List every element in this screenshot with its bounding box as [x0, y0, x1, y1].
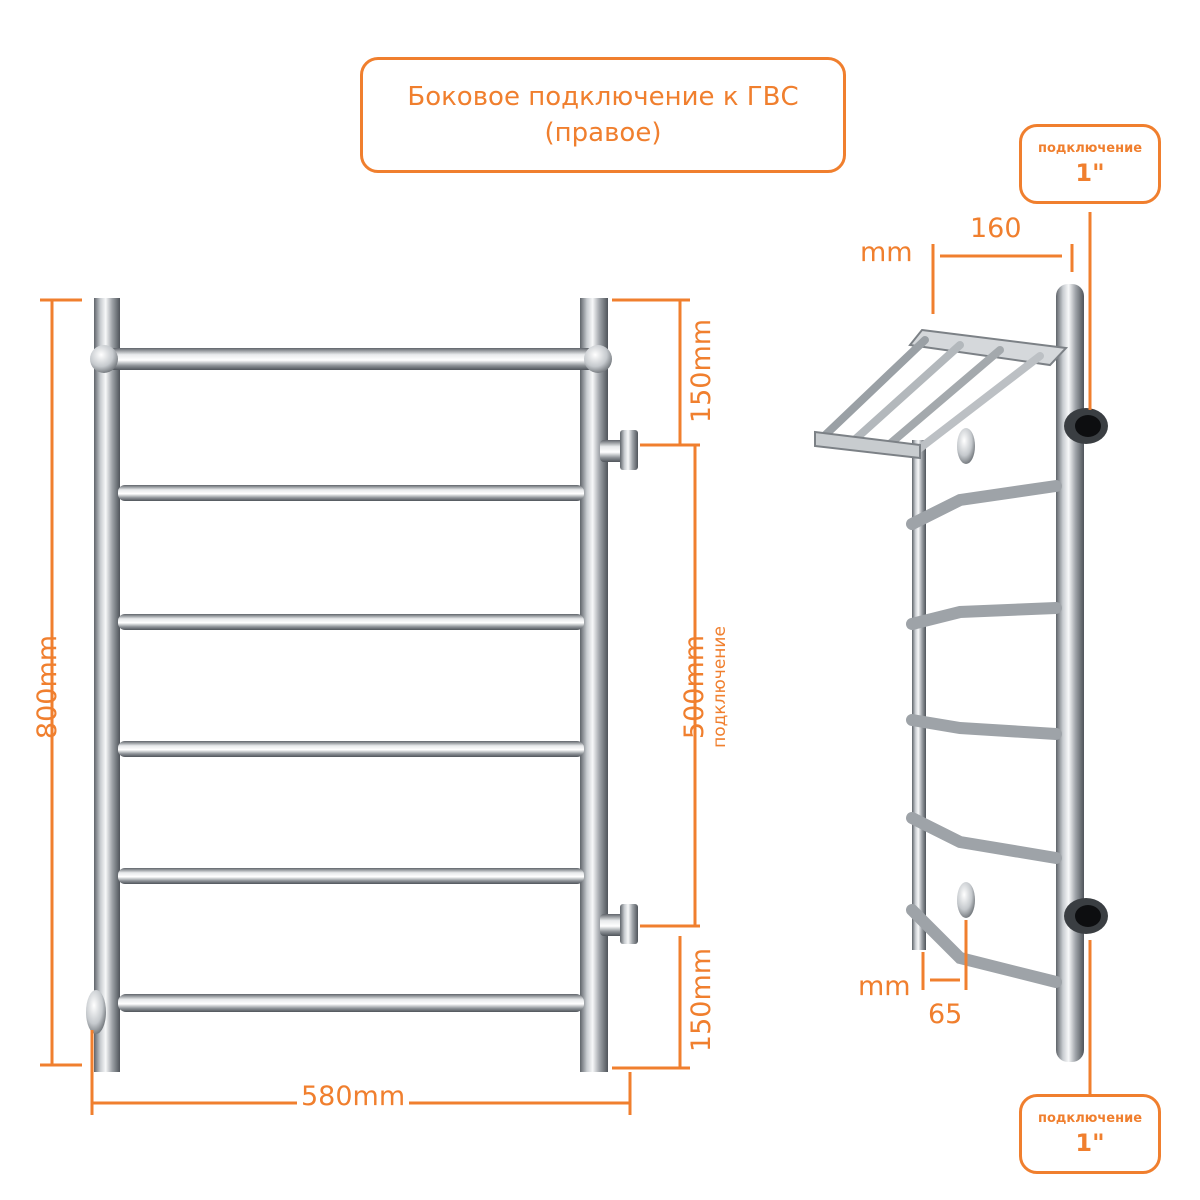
bottom-side-coupling-inner [1075, 905, 1101, 927]
connection-distance-group: 500mm подключение [679, 602, 750, 772]
offset-unit-label: mm [858, 971, 911, 1002]
bottom-offset-label: 150mm [686, 947, 717, 1053]
bottom-connection-nut [620, 904, 638, 944]
top-connection-size: 1" [1075, 159, 1105, 187]
top-side-coupling-inner [1075, 415, 1101, 437]
depth-value-label: 160 [970, 213, 1022, 244]
rung-2 [118, 614, 584, 630]
side-shelf-front [814, 430, 921, 460]
side-rung-1 [906, 480, 1062, 530]
shelf-bar-1 [816, 336, 929, 444]
depth-unit-label: mm [860, 237, 913, 268]
height-label: 800mm [32, 634, 63, 740]
top-bar [104, 348, 598, 370]
front-view [86, 298, 638, 1072]
top-wall-bracket [957, 428, 975, 464]
right-post [580, 298, 608, 1072]
bottom-connection-label: подключение [1037, 1111, 1143, 1126]
connection-word-label: подключение [710, 626, 730, 748]
shelf-bar-3 [881, 346, 1004, 452]
top-offset-label: 150mm [686, 318, 717, 424]
top-connection-label: подключение [1037, 141, 1143, 156]
side-dimensions [921, 212, 1092, 1094]
side-main-pipe [1056, 284, 1084, 1062]
shelf-bar-2 [846, 341, 964, 448]
bottom-wall-bracket [957, 882, 975, 918]
offset-value-label: 65 [928, 999, 963, 1030]
side-rung-3 [906, 714, 1062, 740]
rung-3 [118, 741, 584, 757]
rung-5 [118, 994, 584, 1012]
bottom-connection-size: 1" [1075, 1129, 1105, 1157]
title-line-2: (правое) [544, 118, 662, 148]
title-line-1: Боковое подключение к ГВС [407, 82, 799, 112]
shelf-bar-4 [911, 352, 1044, 456]
side-rung-4 [906, 812, 1062, 864]
bottom-connection-box: подключение 1" [1019, 1094, 1161, 1174]
rung-1 [118, 485, 584, 501]
side-rung-5 [906, 904, 1062, 988]
side-view [814, 284, 1108, 1062]
top-right-joint [584, 345, 612, 373]
connection-distance-label: 500mm [679, 634, 710, 740]
width-label: 580mm [297, 1082, 410, 1112]
top-connection-box: подключение 1" [1019, 124, 1161, 204]
rung-4 [118, 868, 584, 884]
top-connection-nut [620, 430, 638, 470]
top-left-joint [90, 345, 118, 373]
title-box: Боковое подключение к ГВС (правое) [360, 57, 846, 173]
side-shelf-top [908, 328, 1069, 367]
side-rung-2 [906, 602, 1062, 630]
left-post [94, 298, 120, 1072]
wall-mount [86, 990, 106, 1034]
